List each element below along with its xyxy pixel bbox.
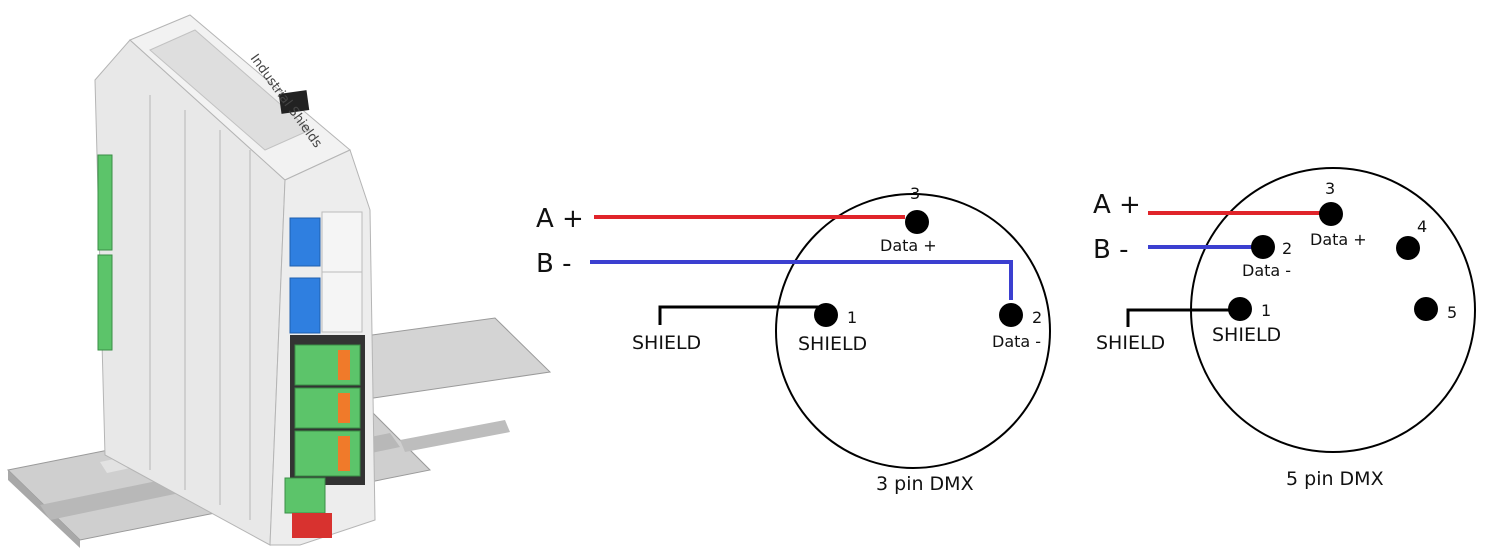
connector-5pin-group: 3 Data + 2 Data - 1 SHIELD 4 5 A + B - S…	[1093, 167, 1476, 490]
power-terminal	[284, 477, 326, 514]
shield-wire-label: SHIELD	[632, 332, 701, 354]
usb-port	[278, 90, 310, 114]
pin-4-number: 4	[1417, 217, 1427, 236]
pin-2-number: 2	[1032, 308, 1042, 327]
pin-2-label: Data -	[992, 332, 1041, 351]
pin-5-number: 5	[1447, 303, 1457, 322]
terminal-block	[294, 387, 361, 429]
pin-2-label: Data -	[1242, 261, 1291, 280]
pin-2-number: 2	[1282, 239, 1292, 258]
din-clip	[292, 513, 332, 538]
a-plus-label: A +	[536, 204, 584, 234]
dip-switch-block	[289, 277, 321, 334]
terminal-block	[294, 430, 361, 477]
connector-3pin-outline	[775, 193, 1051, 469]
pin-4-dot	[1396, 236, 1420, 260]
pin-1-number: 1	[1261, 301, 1271, 320]
pin-3-dot	[1319, 202, 1343, 226]
left-terminal-block	[97, 254, 113, 351]
left-terminal-block	[97, 154, 113, 251]
wire-b-minus-3pin	[590, 260, 1013, 300]
pin-3-label: Data +	[880, 236, 937, 255]
pin-5-dot	[1414, 297, 1438, 321]
pin-2-dot	[1251, 235, 1275, 259]
wire-shield-3pin	[658, 305, 820, 325]
b-minus-label: B -	[536, 249, 571, 279]
pin-3-label: Data +	[1310, 230, 1367, 249]
connector-3pin-group: 3 Data + 2 Data - 1 SHIELD A + B - SHIEL…	[536, 184, 1051, 495]
dip-switch-block	[289, 217, 321, 267]
pin-2-dot	[999, 303, 1023, 327]
pin-3-number: 3	[1325, 179, 1335, 198]
pin-1-label: SHIELD	[798, 333, 867, 355]
device-housing: Industrial Shields	[94, 14, 376, 546]
pin-1-dot	[814, 303, 838, 327]
pin-3-dot	[905, 210, 929, 234]
connector-5pin-caption: 5 pin DMX	[1286, 468, 1384, 490]
plc-device-illustration: Industrial Shields	[6, 14, 552, 548]
pin-1-label: SHIELD	[1212, 324, 1281, 346]
terminal-block	[294, 344, 361, 386]
connector-3pin-caption: 3 pin DMX	[876, 473, 974, 495]
pin-1-dot	[1228, 297, 1252, 321]
a-plus-label: A +	[1093, 190, 1141, 220]
b-minus-label: B -	[1093, 235, 1128, 265]
wire-shield-5pin	[1126, 308, 1236, 327]
shield-wire-label: SHIELD	[1096, 332, 1165, 354]
pin-1-number: 1	[847, 308, 857, 327]
pin-3-number: 3	[910, 184, 920, 203]
